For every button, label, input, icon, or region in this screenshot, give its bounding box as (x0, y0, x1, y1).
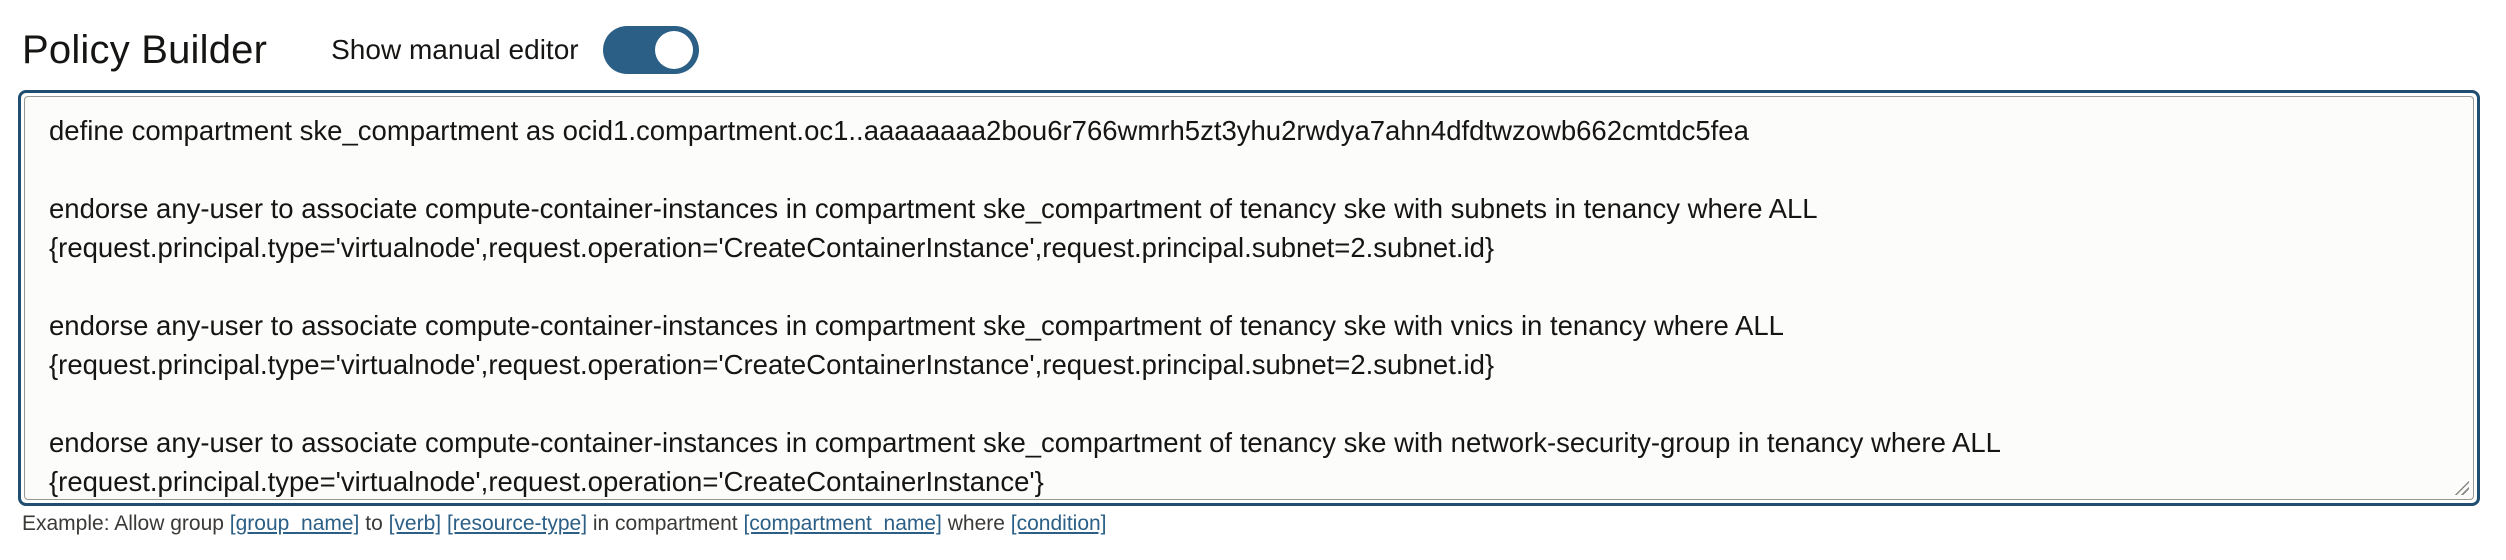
policy-builder-header: Policy Builder Show manual editor (22, 14, 699, 86)
editor-line: define compartment ske_compartment as oc… (49, 115, 1749, 146)
policy-example-hint: Example: Allow group [group_name] to [ve… (22, 512, 1107, 536)
example-in-compartment: in compartment (592, 512, 738, 535)
policy-editor-textarea[interactable]: define compartment ske_compartment as oc… (24, 96, 2474, 500)
manual-editor-toggle-label: Show manual editor (331, 34, 579, 65)
example-condition-link[interactable]: [condition] (1010, 512, 1107, 535)
manual-editor-toggle[interactable] (602, 26, 699, 74)
editor-line (49, 267, 2449, 306)
editor-line (49, 150, 2449, 189)
editor-line: {request.principal.type='virtualnode',re… (49, 466, 1044, 497)
example-compartment-name-link[interactable]: [compartment_name] (743, 512, 942, 535)
policy-editor-focus-ring: define compartment ske_compartment as oc… (18, 90, 2480, 506)
editor-line: endorse any-user to associate compute-co… (49, 193, 1818, 224)
editor-line: {request.principal.type='virtualnode',re… (49, 232, 1495, 263)
editor-line: endorse any-user to associate compute-co… (49, 310, 1784, 341)
example-where: where (947, 512, 1005, 535)
editor-line (49, 384, 2449, 423)
example-to: to (365, 512, 383, 535)
example-resource-type-link[interactable]: [resource-type] (446, 512, 588, 535)
example-prefix: Example: Allow group (22, 512, 224, 535)
editor-line: endorse any-user to associate compute-co… (49, 427, 2001, 458)
example-verb-link[interactable]: [verb] (388, 512, 442, 535)
page-title: Policy Builder (22, 27, 268, 72)
example-group-name-link[interactable]: [group_name] (229, 512, 360, 535)
editor-line: {request.principal.type='virtualnode',re… (49, 349, 1495, 380)
resize-grip-icon[interactable] (2453, 479, 2469, 495)
toggle-knob (654, 31, 693, 69)
